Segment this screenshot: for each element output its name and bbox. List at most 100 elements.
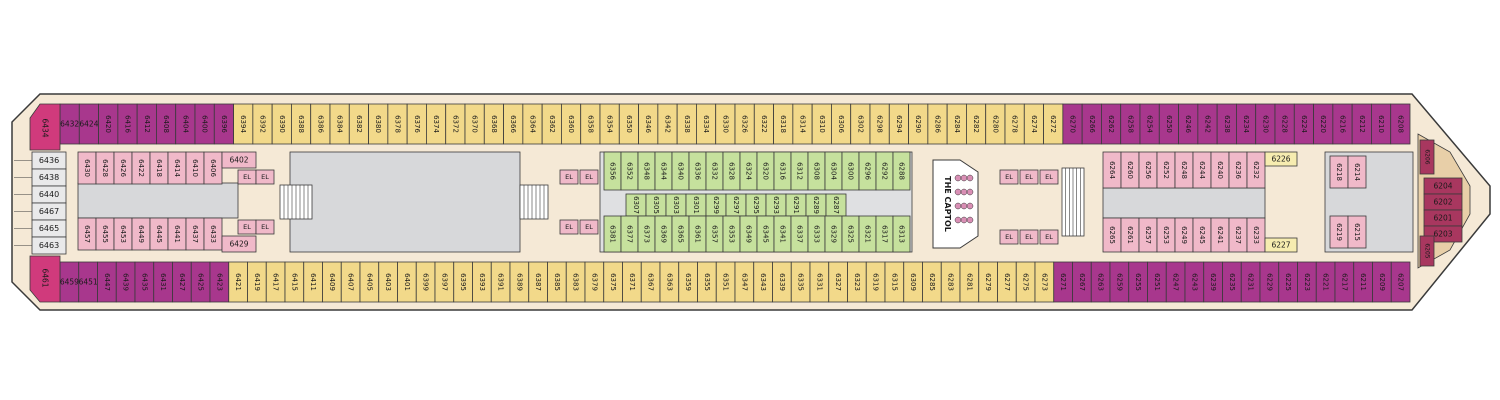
cabin	[1264, 237, 1298, 253]
cabin-number: 6322	[760, 115, 768, 133]
cabin-number: 6230	[1261, 115, 1269, 133]
cabin-number: 6288	[898, 162, 906, 180]
cabin-number: 6206	[1424, 149, 1431, 164]
cabin-number: 6335	[797, 273, 805, 291]
cabin-number: 6289	[812, 196, 820, 214]
elevator-label: EL	[1045, 233, 1053, 241]
cabin-number: 6286	[934, 115, 942, 133]
elevator	[1039, 169, 1059, 185]
venue-seat	[954, 202, 962, 210]
mid-stairwell-frame	[519, 184, 549, 220]
elevator-label: EL	[585, 173, 593, 181]
cabin-number: 6293	[772, 196, 780, 214]
cabin-number: 6290	[914, 115, 922, 133]
cabin-number: 6356	[609, 162, 617, 180]
venue-name: THE CAPTOL	[943, 176, 952, 232]
cabin-number: 6434	[41, 118, 50, 137]
cabin-number: 6457	[83, 225, 91, 243]
cabin-number: 6325	[847, 225, 855, 243]
cabin	[1347, 215, 1367, 249]
cabin-number: 6244	[1198, 161, 1206, 179]
cabin-number: 6318	[779, 115, 787, 133]
cabin-number: 6461	[41, 268, 50, 287]
elevator-label: EL	[243, 173, 251, 181]
cabin-number: 6295	[752, 196, 760, 214]
cabin	[1419, 139, 1435, 175]
cabin-number: 6287	[832, 196, 840, 214]
cabin-number: 6368	[490, 115, 498, 133]
venue-seat	[954, 174, 962, 182]
cabin-number: 6214	[1353, 163, 1361, 181]
cabin-number: 6342	[664, 115, 672, 133]
cabin-number: 6296	[864, 162, 872, 180]
cabin-number: 6348	[643, 162, 651, 180]
cabin-number: 6302	[856, 115, 864, 133]
cabin-number: 6415	[290, 273, 298, 291]
cabin	[1246, 217, 1266, 253]
cabin-number: 6232	[1252, 161, 1260, 179]
venue-seat	[960, 216, 968, 224]
cabin-number: 6239	[1209, 273, 1217, 291]
elevator	[999, 169, 1019, 185]
cabin-number: 6383	[572, 273, 580, 291]
cabin-number: 6201	[1433, 214, 1452, 223]
cabin-number: 6304	[830, 162, 838, 180]
cabin-number: 6381	[609, 225, 617, 243]
cabin-number: 6359	[684, 273, 692, 291]
cabin-number: 6229	[1265, 273, 1273, 291]
cabin-number: 6207	[1397, 273, 1405, 291]
cabin-number: 6376	[413, 115, 421, 133]
cabin-number: 6312	[796, 162, 804, 180]
cabin-number: 6320	[762, 162, 770, 180]
cabin-number: 6313	[898, 225, 906, 243]
cabin-number: 6272	[1049, 115, 1057, 133]
cabin-number: 6334	[702, 115, 710, 133]
cabin-number: 6365	[677, 225, 685, 243]
cabin-number: 6378	[394, 115, 402, 133]
cabin-number: 6350	[625, 115, 633, 133]
cabin-number: 6349	[745, 225, 753, 243]
cabin-number: 6362	[548, 115, 556, 133]
cabin-number: 6395	[459, 273, 467, 291]
cabin-number: 6211	[1359, 273, 1367, 291]
elevator-label: EL	[1005, 233, 1013, 241]
cabin-number: 6236	[1234, 161, 1242, 179]
cabin-number: 6467	[39, 207, 59, 216]
venue-seat	[960, 202, 968, 210]
cabin-number: 6210	[1377, 115, 1385, 133]
cabin-number: 6436	[39, 156, 59, 165]
cabin-number: 6423	[215, 273, 223, 291]
cabin	[203, 217, 223, 251]
cabin-number: 6437	[191, 225, 199, 243]
cabin-number: 6274	[1030, 115, 1038, 133]
cabin-number: 6215	[1353, 223, 1361, 241]
cabin-number: 6377	[626, 225, 634, 243]
cabin	[221, 235, 257, 253]
cabin-number: 6340	[677, 162, 685, 180]
cabin-number: 6441	[173, 225, 181, 243]
cabin-number: 6267	[1078, 273, 1086, 291]
cabin-number: 6420	[104, 115, 112, 133]
cabin-number: 6405	[365, 273, 373, 291]
cabin-number: 6404	[181, 115, 189, 133]
cabin-number: 6256	[1144, 161, 1152, 179]
cabin-number: 6223	[1303, 273, 1311, 291]
cabin	[892, 215, 911, 253]
cabin-number: 6432	[60, 120, 79, 129]
cabin-number: 6249	[1180, 226, 1188, 244]
cabin-number: 6387	[534, 273, 542, 291]
aft-service-area	[77, 182, 239, 219]
cabin-number: 6358	[586, 115, 594, 133]
cabin-number: 6263	[1097, 273, 1105, 291]
cabin-number: 6384	[336, 115, 344, 133]
cabin-number: 6242	[1204, 115, 1212, 133]
cabin-number: 6453	[119, 225, 127, 243]
cabin-number: 6341	[779, 225, 787, 243]
cabin-number: 6438	[39, 173, 59, 182]
elevator-label: EL	[565, 173, 573, 181]
cabin-number: 6419	[253, 273, 261, 291]
cabin-number: 6321	[864, 225, 872, 243]
elevator	[1019, 229, 1039, 245]
